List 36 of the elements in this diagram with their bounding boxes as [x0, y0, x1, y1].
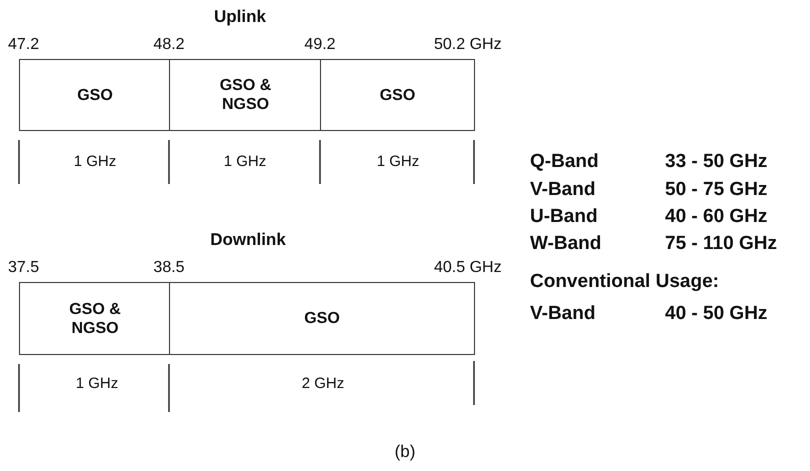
frequency-tick-label: 50.2 GHz [434, 37, 502, 53]
band-range: 75 - 110 GHz [665, 234, 777, 253]
band-name: V-Band [530, 180, 596, 199]
band-usage-label: GSO [76, 86, 114, 104]
bandwidth-label: 1 GHz [224, 154, 266, 169]
section-title: Downlink [210, 231, 286, 248]
bandwidth-label: 1 GHz [74, 154, 116, 169]
bandwidth-label: 1 GHz [376, 154, 420, 169]
band-range: 40 - 50 GHz [665, 304, 768, 323]
band-name: U-Band [530, 207, 598, 226]
band-range: 33 - 50 GHz [665, 152, 768, 171]
frequency-tick-label: 49.2 [304, 37, 336, 53]
frequency-tick-label: 47.2 [8, 37, 40, 53]
frequency-band-box [169, 282, 475, 355]
frequency-band-box [169, 59, 322, 131]
band-name: V-Band [530, 304, 596, 323]
band-usage-label: GSO [378, 86, 416, 104]
frequency-tick-label: 40.5 GHz [434, 260, 502, 276]
bandwidth-label: 1 GHz [76, 376, 118, 391]
section-title: Uplink [214, 8, 266, 25]
frequency-band-box [19, 282, 171, 355]
section-heading: Conventional Usage: [530, 272, 719, 291]
frequency-tick-label: 37.5 [8, 260, 40, 276]
frequency-tick-label: 38.5 [153, 260, 185, 276]
band-name: W-Band [530, 234, 602, 253]
band-name: Q-Band [530, 152, 599, 171]
frequency-tick-label: 48.2 [153, 37, 185, 53]
band-range: 40 - 60 GHz [665, 207, 768, 226]
frequency-band-box [320, 59, 475, 131]
band-usage-label: GSO & NGSO [68, 300, 122, 338]
band-usage-label: GSO [303, 309, 341, 328]
frequency-band-box [19, 59, 171, 131]
bandwidth-label: 2 GHz [302, 376, 344, 391]
figure-caption: (b) [394, 443, 416, 460]
band-usage-label: GSO & NGSO [218, 76, 272, 114]
band-range: 50 - 75 GHz [665, 180, 768, 199]
